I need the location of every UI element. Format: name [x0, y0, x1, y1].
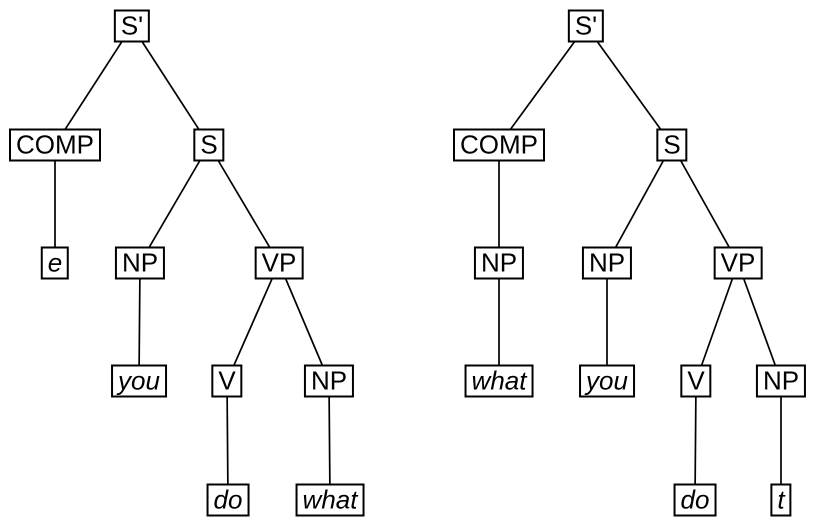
tree-edge-left-tree-sbar-s	[131, 25, 210, 146]
tree-node-right-tree-you: you	[579, 364, 635, 398]
tree-node-right-tree-v: V	[680, 364, 712, 398]
tree-node-left-tree-np2: NP	[303, 364, 355, 398]
tree-node-right-tree-comp: COMP	[453, 128, 545, 162]
tree-edge-left-tree-vp-v	[226, 262, 280, 382]
tree-node-left-tree-comp: COMP	[9, 128, 101, 162]
tree-node-right-tree-np1: NP	[581, 246, 633, 280]
tree-node-right-tree-sbar: S'	[567, 9, 605, 43]
tree-edge-left-tree-s-vp	[208, 144, 280, 264]
tree-edge-left-tree-v-do	[226, 380, 229, 501]
tree-node-left-tree-what: what	[295, 483, 365, 517]
tree-node-right-tree-np2: NP	[755, 364, 807, 398]
tree-node-right-tree-vp: VP	[713, 246, 763, 280]
tree-edge-left-tree-np2-what	[328, 380, 331, 501]
tree-edge-right-tree-vp-v	[695, 262, 739, 382]
tree-node-right-tree-t: t	[770, 483, 792, 517]
tree-edge-right-tree-sbar-s	[585, 25, 673, 146]
tree-node-left-tree-e: e	[40, 246, 70, 280]
tree-edge-left-tree-vp-np2	[278, 262, 330, 382]
tree-edge-left-tree-np1-you	[138, 262, 141, 382]
tree-node-right-tree-np0: NP	[473, 246, 525, 280]
tree-node-right-tree-do: do	[673, 483, 717, 517]
tree-edge-right-tree-v-do	[694, 380, 697, 501]
tree-edge-left-tree-s-np1	[139, 144, 210, 264]
tree-node-left-tree-you: you	[111, 364, 167, 398]
tree-node-left-tree-vp: VP	[254, 246, 304, 280]
tree-node-left-tree-s: S	[193, 128, 225, 162]
tree-edge-left-tree-sbar-comp	[54, 25, 133, 146]
tree-edge-right-tree-s-np1	[606, 144, 673, 264]
tree-node-right-tree-what: what	[464, 364, 534, 398]
tree-node-left-tree-v: V	[211, 364, 243, 398]
tree-edge-right-tree-sbar-comp	[498, 25, 587, 146]
tree-node-left-tree-np1: NP	[114, 246, 166, 280]
tree-edge-right-tree-vp-np2	[737, 262, 782, 382]
tree-node-left-tree-do: do	[206, 483, 250, 517]
tree-edge-right-tree-s-vp	[671, 144, 739, 264]
tree-node-right-tree-s: S	[656, 128, 688, 162]
tree-node-left-tree-sbar: S'	[113, 9, 151, 43]
